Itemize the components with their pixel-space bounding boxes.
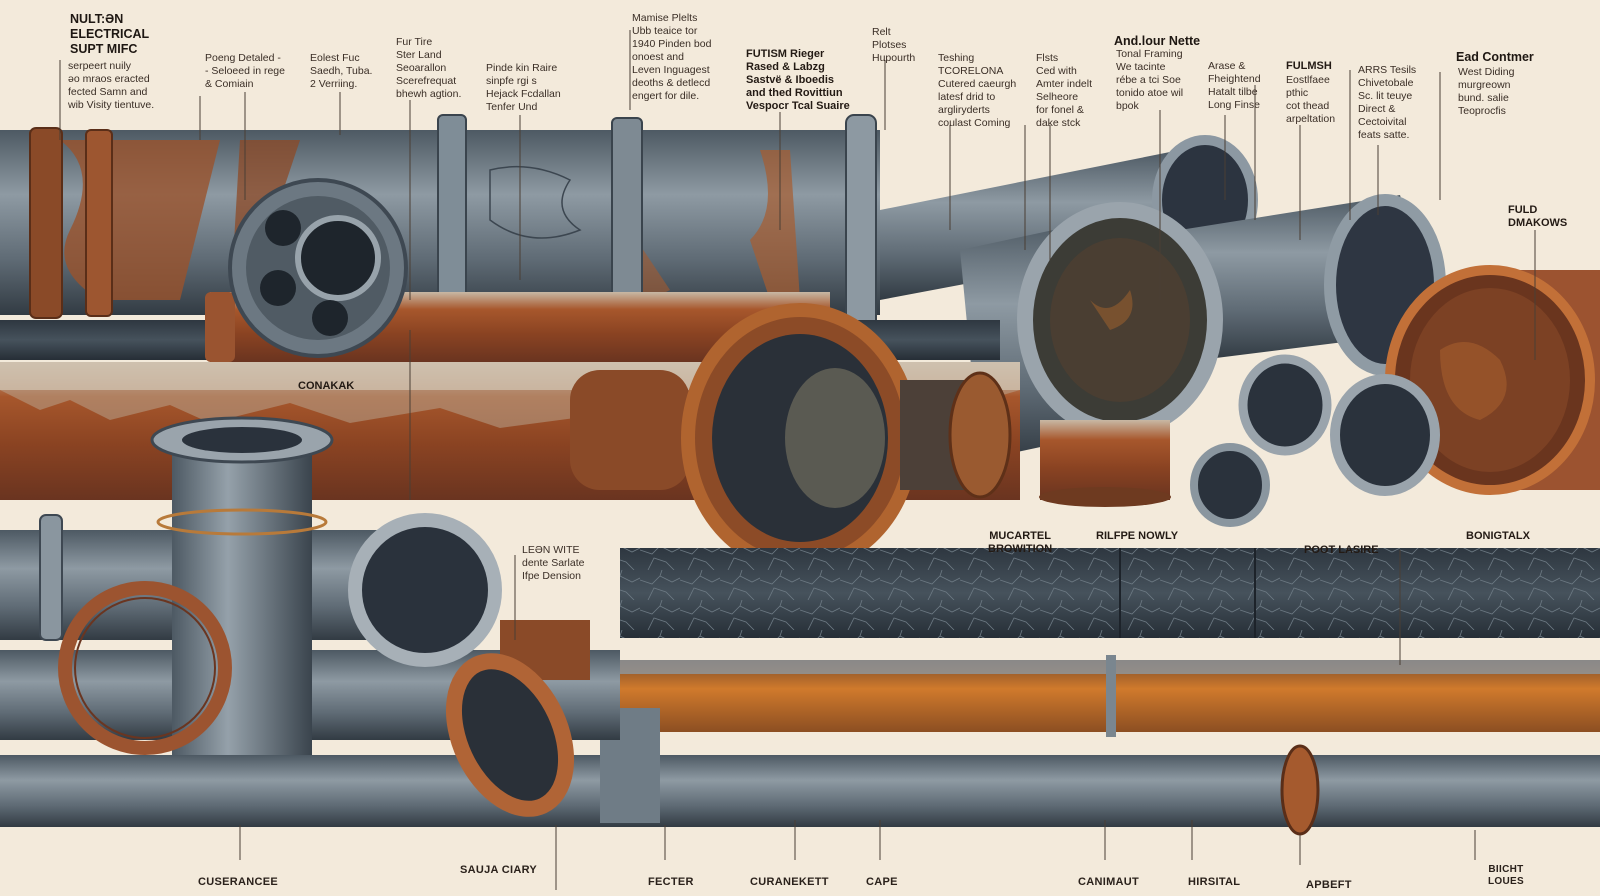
label-conakak: CONAKAK bbox=[298, 380, 355, 392]
bottom-label-1: CUSERANCEE bbox=[198, 876, 279, 888]
label-eolest: Eolest Fuc Saedh, Tuba. 2 Verriing. bbox=[310, 52, 373, 90]
label-andlour-title: And.lour Nette bbox=[1114, 34, 1201, 48]
center-rust-fitting bbox=[570, 303, 1012, 573]
label-ead-title: Ead Contmer bbox=[1456, 50, 1534, 64]
bottom-label-5: CAPE bbox=[866, 876, 898, 888]
label-rilfpe: RILFPE NOWLY bbox=[1096, 530, 1179, 542]
bottom-label-2: SAUJA CIARY bbox=[460, 864, 538, 876]
label-poeng: Poeng Detaled - - Seloeed in rege & Comi… bbox=[205, 52, 285, 90]
bottom-label-8: APBEFT bbox=[1306, 879, 1352, 891]
label-electrical-title: NULT:ƏN ELECTRICAL SUPT MIFC bbox=[70, 12, 150, 56]
label-poot-lasire: POOT LASIRE bbox=[1304, 544, 1379, 556]
label-fulmsh-title: FULMSH bbox=[1286, 60, 1332, 72]
label-ead: West Diding murgreown bund. salie Teopro… bbox=[1458, 66, 1515, 117]
bottom-label-3: FECTER bbox=[648, 876, 694, 888]
bottom-label-7: HIRSITAL bbox=[1188, 876, 1241, 888]
bottom-steel-pipe bbox=[0, 708, 1600, 836]
label-mamise: Mamise Plelts Ubb teaice tor 1940 Pinden… bbox=[632, 12, 712, 102]
label-fulmsh: Eostlfaee pthic cot thead arpeltation bbox=[1286, 74, 1336, 125]
bottom-label-9: BIICHT LOUES bbox=[1488, 864, 1524, 887]
label-leon-wite: LEƏN WITE dente Sarlate Ifpe Dension bbox=[522, 544, 585, 582]
small-steel-rings bbox=[1190, 354, 1440, 527]
label-relt: Relt Plotses Hupourth bbox=[872, 26, 916, 64]
label-fur-tire: Fur Tire Ster Land Seoarallon Scerefrequ… bbox=[396, 36, 462, 100]
bottom-label-4: CURANEKETT bbox=[750, 876, 829, 888]
callout-lines bbox=[59, 30, 1536, 890]
label-futism: FUTISM Rieger Rased & Labzg Sastvë & Ibo… bbox=[746, 48, 850, 112]
label-bonigtalx: BONIGTALX bbox=[1466, 530, 1530, 542]
label-flsts: Flsts Ced with Amter indelt Selheore for… bbox=[1036, 52, 1093, 129]
label-mucartel: MUCARTEL BROWITION bbox=[988, 530, 1053, 555]
label-arrs: ARRS Tesils Chivetobale Sc. lit teuye Di… bbox=[1358, 64, 1417, 141]
bottom-label-6: CANIMAUT bbox=[1078, 876, 1140, 888]
multi-port-flange bbox=[228, 178, 408, 358]
label-pinde: Pinde kin Raire sinpfe rgi s Hejack Fcda… bbox=[486, 62, 561, 113]
cracked-pipe bbox=[620, 548, 1600, 638]
label-teshing: Teshing TCORELONA Cutered caeurgh latesf… bbox=[938, 52, 1017, 129]
label-electrical-desc: serpeert nuily əo mraos eracted fected S… bbox=[68, 60, 155, 111]
label-andlour: Tonal Framing We tacinte rébe a tci Soe … bbox=[1116, 48, 1184, 112]
label-fuld: FULD DMAKOWS bbox=[1508, 204, 1568, 229]
label-arase: Arase & Fheightend Hatalt tilbe Long Fin… bbox=[1208, 60, 1261, 111]
right-rust-cylinder bbox=[1385, 265, 1600, 495]
right-steel-pipes bbox=[880, 135, 1446, 507]
orange-pipe bbox=[520, 655, 1600, 737]
